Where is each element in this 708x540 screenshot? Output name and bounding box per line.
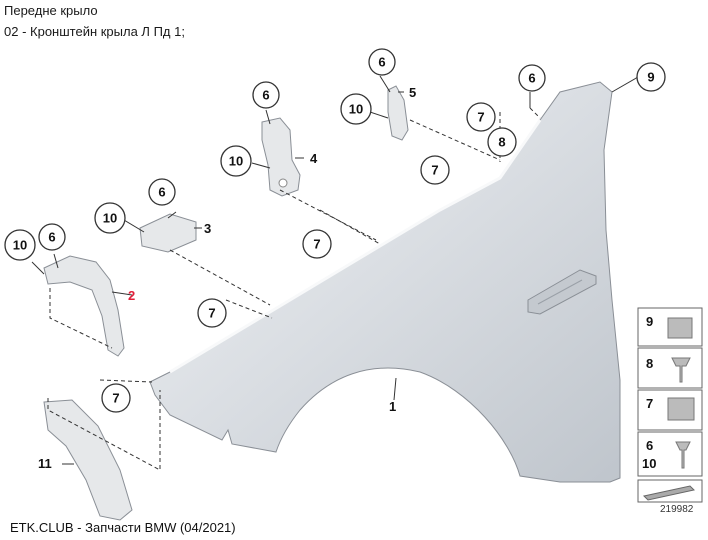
callout-6-top-left[interactable]: 6 — [252, 81, 280, 109]
callout-7-left-mid[interactable]: 7 — [197, 298, 227, 328]
svg-text:10: 10 — [103, 211, 117, 226]
svg-text:7: 7 — [646, 396, 653, 411]
svg-text:6: 6 — [158, 185, 165, 200]
page-title: Передне крыло — [4, 3, 98, 18]
svg-text:8: 8 — [646, 356, 653, 371]
fender-edge — [169, 119, 542, 374]
callout-7-mid[interactable]: 7 — [302, 229, 332, 259]
svg-text:9: 9 — [647, 70, 654, 85]
svg-text:7: 7 — [477, 110, 484, 125]
label-1: 1 — [389, 399, 396, 414]
svg-text:6: 6 — [378, 55, 385, 70]
label-5: 5 — [409, 85, 416, 100]
bracket-part-2[interactable] — [43, 255, 125, 357]
trim-part-11[interactable] — [43, 399, 133, 521]
hex-screw-icon — [675, 441, 691, 469]
callout-6-top-center[interactable]: 6 — [368, 48, 396, 76]
callout-9-top[interactable]: 9 — [636, 62, 666, 92]
callout-8-top[interactable]: 8 — [487, 127, 517, 157]
svg-text:7: 7 — [208, 306, 215, 321]
footer-text: ETK.CLUB - Запчасти BMW (04/2021) — [10, 520, 236, 535]
fastener-legend: 9 8 7 6 10 — [637, 307, 703, 503]
callout-7-lower-left[interactable]: 7 — [101, 383, 131, 413]
label-11: 11 — [38, 456, 52, 471]
label-3: 3 — [204, 221, 211, 236]
svg-text:6: 6 — [48, 230, 55, 245]
svg-text:7: 7 — [431, 163, 438, 178]
svg-text:8: 8 — [498, 135, 505, 150]
bracket-part-4[interactable] — [261, 117, 301, 197]
callout-10-upper[interactable]: 10 — [220, 145, 252, 177]
svg-text:10: 10 — [229, 154, 243, 169]
svg-text:6: 6 — [262, 88, 269, 103]
dashed-guides — [47, 107, 541, 471]
callout-6-mid-left[interactable]: 6 — [148, 178, 176, 206]
leader-lines — [31, 75, 639, 465]
svg-text:9: 9 — [646, 314, 653, 329]
seal-strip-icon — [642, 485, 696, 501]
legend-box-8[interactable] — [637, 347, 703, 389]
svg-text:6: 6 — [646, 438, 653, 453]
image-number: 219982 — [660, 504, 694, 515]
fender-panel[interactable] — [149, 81, 621, 483]
callout-6-left[interactable]: 6 — [38, 223, 66, 251]
callout-10-top-center[interactable]: 10 — [340, 93, 372, 125]
callout-7-upper-mid[interactable]: 7 — [420, 155, 450, 185]
label-4: 4 — [310, 151, 318, 166]
callout-6-top-right[interactable]: 6 — [518, 64, 546, 92]
callout-10-mid-left[interactable]: 10 — [94, 202, 126, 234]
svg-text:6: 6 — [528, 71, 535, 86]
vent-line — [537, 279, 583, 305]
bracket-part-5[interactable] — [387, 85, 409, 141]
screw-icon — [671, 357, 691, 383]
bracket-part-3[interactable] — [139, 213, 197, 253]
svg-text:10: 10 — [642, 456, 656, 471]
callout-10-left[interactable]: 10 — [4, 229, 36, 261]
clip-nut-icon — [667, 317, 693, 339]
callout-7-top-right[interactable]: 7 — [466, 102, 496, 132]
label-2-highlighted[interactable]: 2 — [128, 288, 135, 303]
bracket-4-hole — [278, 178, 288, 188]
clip-icon — [667, 397, 695, 421]
svg-text:10: 10 — [13, 238, 27, 253]
svg-text:7: 7 — [313, 237, 320, 252]
svg-text:7: 7 — [112, 391, 119, 406]
svg-text:10: 10 — [349, 102, 363, 117]
page-subtitle: 02 - Кронштейн крыла Л Пд 1; — [4, 24, 185, 39]
fender-vent — [527, 269, 597, 315]
legend-box-6-10[interactable] — [637, 431, 703, 477]
